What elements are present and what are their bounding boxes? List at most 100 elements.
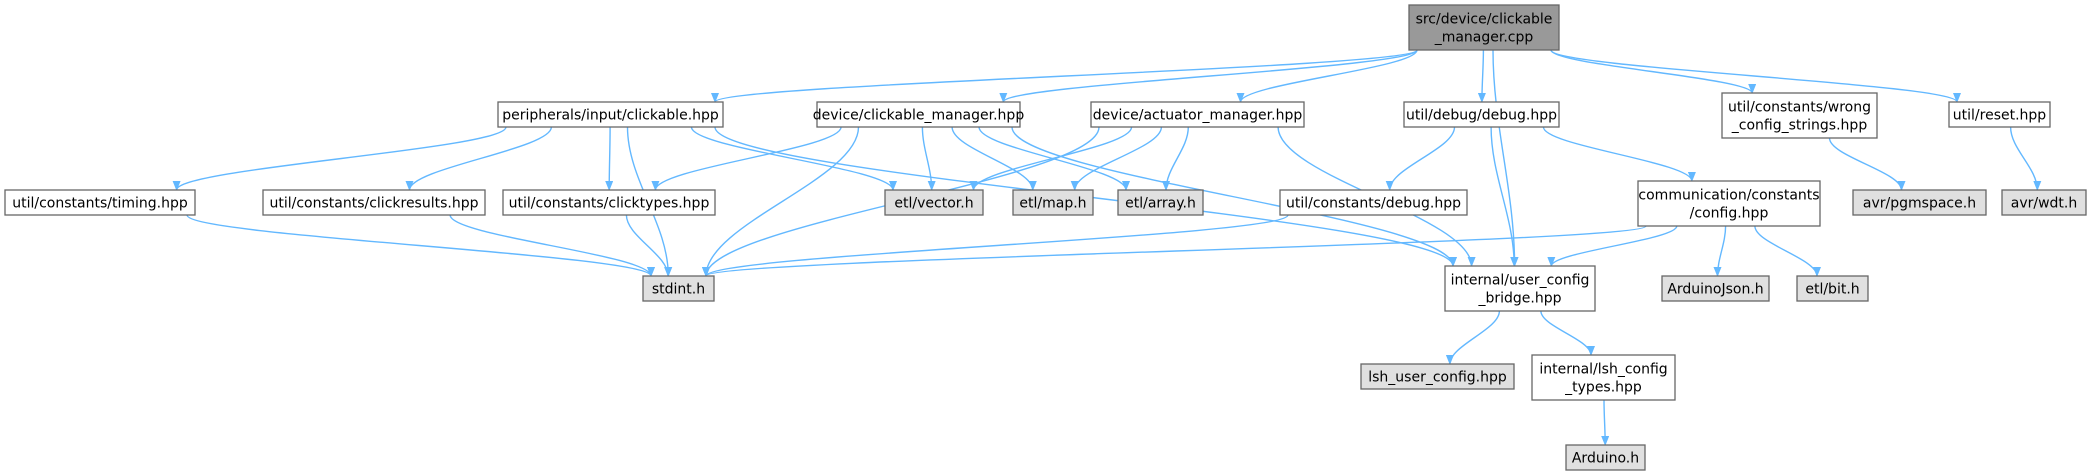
node-box <box>1360 363 1515 390</box>
node-stdint: stdint.h <box>642 275 715 302</box>
node-cdebug[interactable]: util/constants/debug.hpp <box>1279 189 1468 216</box>
edge-lshtypes-to-arduino <box>1601 399 1610 446</box>
edge-debug-to-commcfg <box>1542 126 1696 182</box>
edge-commcfg-to-arduinojson <box>1713 225 1727 277</box>
node-box <box>1721 92 1878 139</box>
node-actmgr[interactable]: device/actuator_manager.hpp <box>1090 101 1305 128</box>
node-label: lsh_user_config.hpp <box>1368 370 1507 386</box>
edge-bridge-to-lshtypes <box>1540 310 1595 356</box>
node-timing[interactable]: util/constants/timing.hpp <box>4 189 196 216</box>
node-box <box>1852 189 1987 216</box>
edge-root-to-actmgr <box>1236 49 1418 103</box>
node-label: Arduino.h <box>1572 451 1639 467</box>
node-lshuser: lsh_user_config.hpp <box>1360 363 1515 390</box>
edge-root-to-reset <box>1550 49 1961 103</box>
node-label: internal/user_config <box>1451 273 1590 289</box>
node-label: stdint.h <box>652 282 705 298</box>
node-clickresults[interactable]: util/constants/clickresults.hpp <box>262 189 486 216</box>
edge-clkmgr-to-map <box>951 126 1037 191</box>
node-box <box>4 189 196 216</box>
node-array: etl/array.h <box>1117 189 1204 216</box>
edge-root-to-clkmgr <box>999 49 1418 103</box>
node-pgmspace: avr/pgmspace.h <box>1852 189 1987 216</box>
node-label: util/constants/debug.hpp <box>1286 196 1461 212</box>
node-box <box>884 189 984 216</box>
node-label: _manager.cpp <box>1434 30 1534 46</box>
node-commcfg[interactable]: communication/constants/config.hpp <box>1637 180 1821 227</box>
edge-actmgr-to-array <box>1162 126 1189 191</box>
node-box <box>2001 189 2087 216</box>
node-clickable[interactable]: peripherals/input/clickable.hpp <box>497 101 724 128</box>
edge-clicktypes-to-stdint <box>625 214 673 277</box>
node-box <box>1565 444 1646 471</box>
node-label: util/constants/timing.hpp <box>12 196 188 212</box>
edge-commcfg-to-stdint <box>702 225 1647 277</box>
node-label: etl/map.h <box>1019 196 1086 212</box>
edge-clickable-to-clicktypes <box>605 126 614 191</box>
node-label: _bridge.hpp <box>1477 291 1561 307</box>
node-box <box>1796 275 1869 302</box>
edge-root-to-clickable <box>711 49 1418 103</box>
node-label: etl/vector.h <box>894 196 973 212</box>
node-label: util/debug/debug.hpp <box>1406 108 1557 124</box>
edge-commcfg-to-etlbit <box>1754 225 1821 277</box>
node-bridge[interactable]: internal/user_config _bridge.hpp <box>1444 265 1596 312</box>
node-box <box>1637 180 1821 227</box>
node-label: internal/lsh_config <box>1539 362 1667 378</box>
node-box <box>1403 101 1560 128</box>
edge-wrongcfg-to-pgmspace <box>1828 137 1906 191</box>
node-label: util/constants/clickresults.hpp <box>269 196 478 212</box>
file-nodes: src/device/clickable _manager.cpp peripher… <box>4 4 2087 471</box>
node-label: _types.hpp <box>1564 380 1642 396</box>
node-wdt: avr/wdt.h <box>2001 189 2087 216</box>
node-label: /config.hpp <box>1690 206 1769 222</box>
edge-debug-to-bridge <box>1490 126 1519 267</box>
node-box <box>497 101 724 128</box>
node-box <box>1090 101 1305 128</box>
node-arduinojson: ArduinoJson.h <box>1661 275 1770 302</box>
node-map: etl/map.h <box>1012 189 1094 216</box>
node-box <box>1661 275 1770 302</box>
node-box <box>1012 189 1094 216</box>
edge-actmgr-to-map <box>1070 126 1163 191</box>
node-label: etl/array.h <box>1125 196 1196 212</box>
edge-debug-to-cdebug <box>1385 126 1456 191</box>
node-label: util/constants/wrong <box>1728 100 1871 116</box>
node-label: avr/wdt.h <box>2011 196 2078 212</box>
node-label: peripherals/input/clickable.hpp <box>502 108 719 124</box>
node-reset[interactable]: util/reset.hpp <box>1948 101 2051 128</box>
edge-clickable-to-clickresults <box>405 126 553 191</box>
node-label: device/clickable_manager.hpp <box>813 108 1025 124</box>
node-lshtypes[interactable]: internal/lsh_config _types.hpp <box>1531 354 1676 401</box>
node-label: avr/pgmspace.h <box>1863 196 1976 212</box>
node-wrongcfg[interactable]: util/constants/wrong _config_strings.hpp <box>1721 92 1878 139</box>
node-debug[interactable]: util/debug/debug.hpp <box>1403 101 1560 128</box>
node-box <box>642 275 715 302</box>
node-label: device/actuator_manager.hpp <box>1093 108 1303 124</box>
node-root[interactable]: src/device/clickable _manager.cpp <box>1408 4 1560 51</box>
node-label: _config_strings.hpp <box>1731 118 1868 134</box>
edge-reset-to-wdt <box>2009 126 2042 191</box>
node-box <box>262 189 486 216</box>
edge-clickresults-to-stdint <box>449 214 655 277</box>
node-box <box>1408 4 1560 51</box>
edge-root-to-bridge <box>1492 49 1519 267</box>
edge-clickable-to-vector <box>690 126 897 191</box>
node-label: util/constants/clicktypes.hpp <box>509 196 710 212</box>
node-box <box>816 101 1021 128</box>
edge-clkmgr-to-vector <box>921 126 936 191</box>
node-clicktypes[interactable]: util/constants/clicktypes.hpp <box>502 189 716 216</box>
edge-cdebug-to-stdint <box>702 214 1289 277</box>
edge-root-to-debug <box>1477 49 1486 103</box>
node-box <box>1948 101 2051 128</box>
node-box <box>1279 189 1468 216</box>
node-vector: etl/vector.h <box>884 189 984 216</box>
node-arduino: Arduino.h <box>1565 444 1646 471</box>
node-label: communication/constants <box>1638 188 1819 204</box>
node-label: src/device/clickable <box>1416 12 1553 28</box>
node-label: util/reset.hpp <box>1953 108 2047 124</box>
node-clkmgr[interactable]: device/clickable_manager.hpp <box>813 101 1025 128</box>
node-box <box>1117 189 1204 216</box>
node-box <box>1444 265 1596 312</box>
